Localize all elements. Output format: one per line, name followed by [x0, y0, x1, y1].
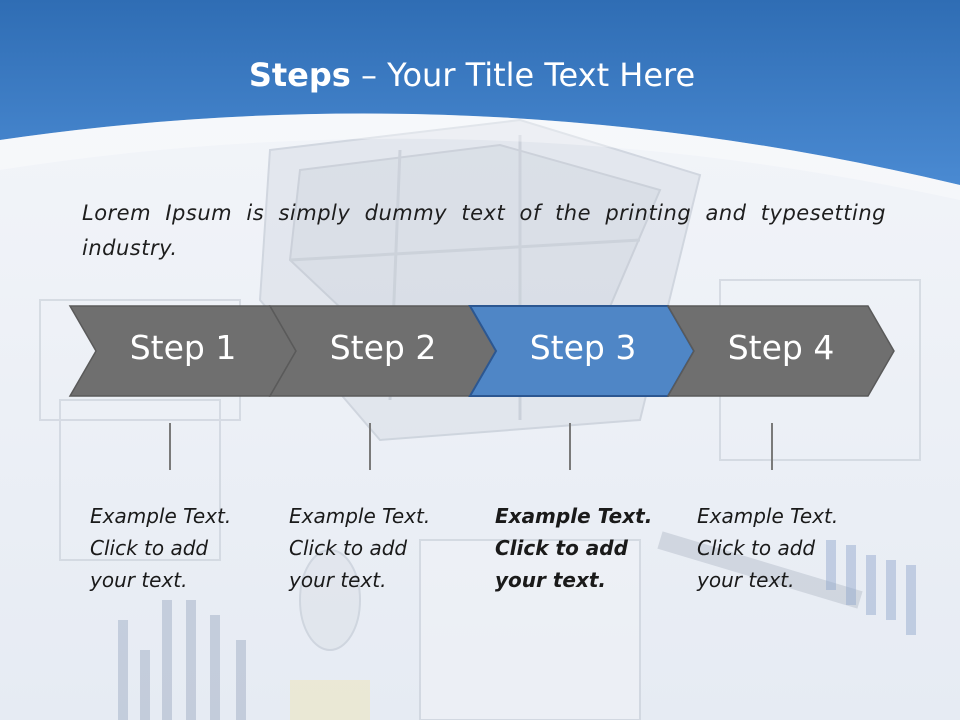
step-connectors: [169, 423, 773, 470]
title-bold: Steps: [248, 56, 351, 94]
step-2-label[interactable]: Step 2: [329, 328, 437, 367]
intro-text[interactable]: Lorem Ipsum is simply dummy text of the …: [82, 201, 886, 260]
step-4-text[interactable]: Example Text. Click to add your text.: [697, 504, 839, 592]
decorative-bars: [118, 540, 916, 720]
slide-title[interactable]: Steps – Your Title Text Here: [0, 56, 944, 94]
header-band: [0, 0, 960, 185]
title-rest: – Your Title Text Here: [350, 56, 696, 94]
step-1-text[interactable]: Example Text. Click to add your text.: [90, 504, 232, 592]
step-4-label[interactable]: Step 4: [727, 328, 835, 367]
step-4-arrow: [666, 305, 895, 397]
step-1-label[interactable]: Step 1: [129, 328, 237, 367]
step-2-text[interactable]: Example Text. Click to add your text.: [289, 504, 431, 592]
step-3-label[interactable]: Step 3: [529, 328, 637, 367]
step-chevrons: [68, 305, 895, 397]
step-3-text[interactable]: Example Text. Click to add your text.: [495, 504, 653, 592]
